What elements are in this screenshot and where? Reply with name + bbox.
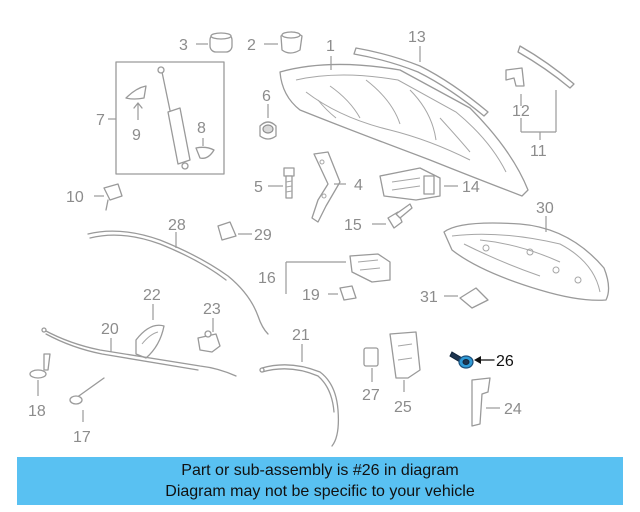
part-31-bumper xyxy=(459,287,489,309)
callout-9: 9 xyxy=(132,127,141,144)
part-26-bolt-highlighted[interactable] xyxy=(449,351,474,369)
part-21-release-cable xyxy=(259,364,340,447)
arrow-26-head xyxy=(474,356,481,364)
callout-4: 4 xyxy=(354,177,363,194)
part-16-latch-group xyxy=(285,253,391,301)
part-15-bolt xyxy=(387,203,413,229)
callout-1: 1 xyxy=(326,38,335,55)
part-25-bracket xyxy=(389,331,421,379)
part-30-insulator xyxy=(443,222,610,301)
part-7-lift-support-group xyxy=(108,61,225,175)
callout-2: 2 xyxy=(247,37,256,54)
part-28-release-cable xyxy=(87,230,269,335)
callout-30: 30 xyxy=(536,200,554,217)
callout-25: 25 xyxy=(394,399,412,416)
callout-8: 8 xyxy=(197,120,206,137)
part-11-weatherstrip-group xyxy=(505,45,575,140)
part-22-handle xyxy=(135,324,165,359)
info-banner: Part or sub-assembly is #26 in diagram D… xyxy=(17,457,623,505)
part-14-hinge xyxy=(379,167,441,201)
callout-18: 18 xyxy=(28,403,46,420)
callout-6: 6 xyxy=(262,88,271,105)
callout-3: 3 xyxy=(179,37,188,54)
callout-21: 21 xyxy=(292,327,310,344)
callout-5: 5 xyxy=(254,179,263,196)
banner-line-1: Part or sub-assembly is #26 in diagram xyxy=(181,462,459,479)
part-24-bracket xyxy=(471,377,491,427)
part-27-clip xyxy=(363,347,379,367)
callout-23: 23 xyxy=(203,301,221,318)
part-18-screw xyxy=(29,353,51,379)
part-20-release-cable xyxy=(41,327,237,377)
part-17-rod xyxy=(69,377,105,405)
part-23-release-handle xyxy=(197,330,221,353)
part-10-clip xyxy=(103,183,123,211)
callout-16: 16 xyxy=(258,270,276,287)
callout-12: 12 xyxy=(512,103,530,120)
callout-24: 24 xyxy=(504,401,522,418)
parts-diagram: 3 2 7 9 8 6 1 xyxy=(28,29,610,447)
callout-7: 7 xyxy=(96,112,105,129)
callout-26: 26 xyxy=(496,353,514,370)
callout-19: 19 xyxy=(302,287,320,304)
part-29-clip xyxy=(217,221,237,241)
callout-13: 13 xyxy=(408,29,426,46)
part-1-hood-panel xyxy=(279,63,529,197)
part-6-bumper xyxy=(259,121,277,140)
callout-27: 27 xyxy=(362,387,380,404)
part-9-clip xyxy=(125,85,147,100)
part-3-bumper xyxy=(209,32,233,53)
part-16-latch xyxy=(349,253,391,283)
part-5-bolt xyxy=(283,167,295,199)
callout-29: 29 xyxy=(254,227,272,244)
callout-11: 11 xyxy=(530,143,547,160)
callout-17: 17 xyxy=(73,429,91,446)
callout-14: 14 xyxy=(462,179,480,196)
part-13-weatherstrip xyxy=(353,47,489,117)
callout-10: 10 xyxy=(66,189,84,206)
callout-20: 20 xyxy=(101,321,119,338)
callout-28: 28 xyxy=(168,217,186,234)
part-4-hinge xyxy=(311,151,341,223)
part-2-bumper xyxy=(280,31,303,54)
part-8-clip xyxy=(195,146,215,159)
part-19-bumper xyxy=(339,285,357,301)
callout-22: 22 xyxy=(143,287,161,304)
banner-line-2: Diagram may not be specific to your vehi… xyxy=(165,483,475,500)
part-12-seal-end xyxy=(505,67,525,87)
callout-31: 31 xyxy=(420,289,438,306)
callout-15: 15 xyxy=(344,217,362,234)
